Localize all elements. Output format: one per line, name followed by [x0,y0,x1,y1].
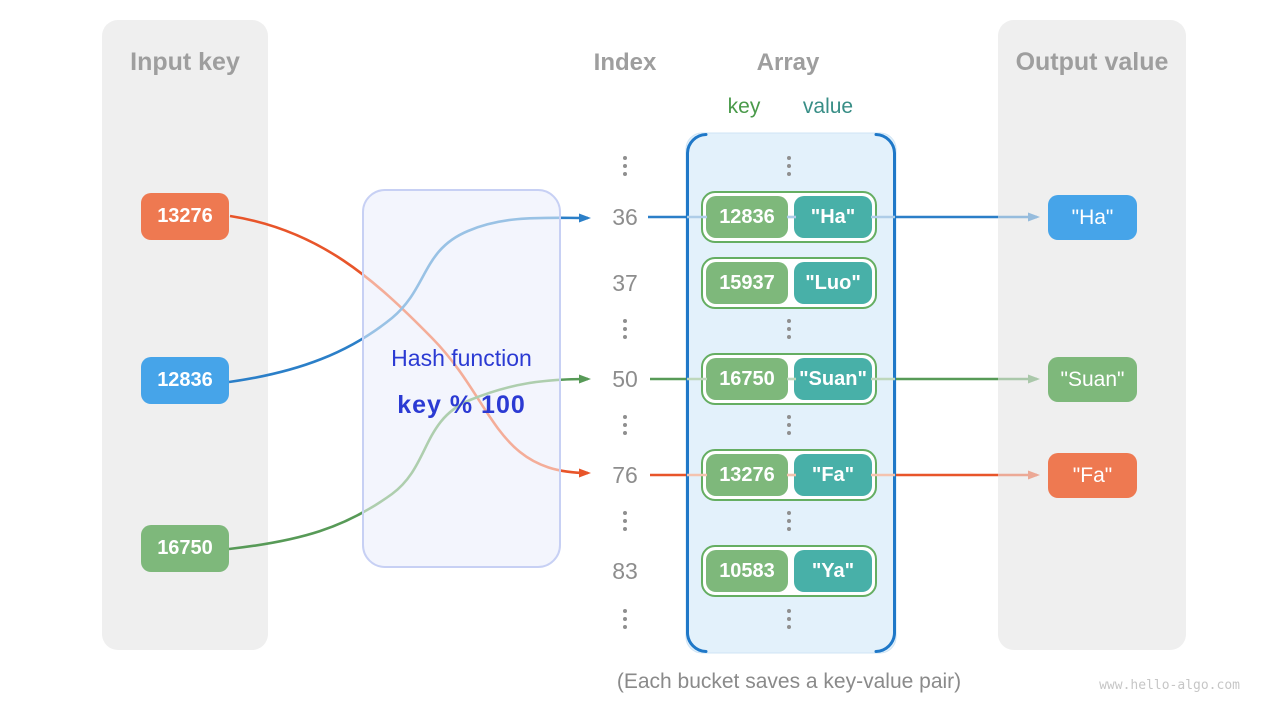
index-37: 37 [612,270,638,296]
bucket-row: 15937 "Luo" [701,257,877,309]
index-50: 50 [612,366,638,392]
index-ellipsis [620,609,630,629]
index-title: Index [593,49,657,76]
bucket-key: 10583 [706,550,788,592]
bucket-value: "Fa" [794,454,872,496]
bucket-row: 13276 "Fa" [701,449,877,501]
array-ellipsis [784,415,794,435]
array-brackets [686,133,896,653]
value-column-label: value [802,95,854,118]
input-key-title: Input key [130,48,240,76]
bucket-value: "Suan" [794,358,872,400]
bucket-key: 16750 [706,358,788,400]
index-83: 83 [612,558,638,584]
bucket-value: "Ha" [794,196,872,238]
index-to-array-lines [648,215,686,477]
caption: (Each bucket saves a key-value pair) [616,670,962,693]
index-ellipsis [620,415,630,435]
index-36: 36 [612,204,638,230]
watermark: www.hello-algo.com [1099,678,1240,693]
bucket-row: 10583 "Ya" [701,545,877,597]
output-value-ha: "Ha" [1048,195,1137,240]
index-76: 76 [612,462,638,488]
output-value-title: Output value [1015,48,1169,76]
array-title: Array [756,49,820,76]
bucket-row: 16750 "Suan" [701,353,877,405]
output-panel-wash [998,20,1186,650]
array-ellipsis [784,609,794,629]
array-ellipsis [784,511,794,531]
output-value-suan: "Suan" [1048,357,1137,402]
hash-function-formula: key % 100 [397,391,526,419]
hash-function-label: Hash function [391,345,532,371]
array-ellipsis [784,319,794,339]
index-ellipsis [620,511,630,531]
index-ellipsis [620,319,630,339]
bucket-key: 15937 [706,262,788,304]
hash-box-wash [363,190,560,567]
bucket-key: 12836 [706,196,788,238]
bucket-key: 13276 [706,454,788,496]
input-key-16750: 16750 [141,525,229,572]
bucket-value: "Luo" [794,262,872,304]
input-key-12836: 12836 [141,357,229,404]
hash-box-border [362,189,561,568]
bucket-value: "Ya" [794,550,872,592]
output-value-fa: "Fa" [1048,453,1137,498]
array-ellipsis [784,156,794,176]
index-ellipsis [620,156,630,176]
key-column-label: key [727,95,761,118]
input-key-13276: 13276 [141,193,229,240]
